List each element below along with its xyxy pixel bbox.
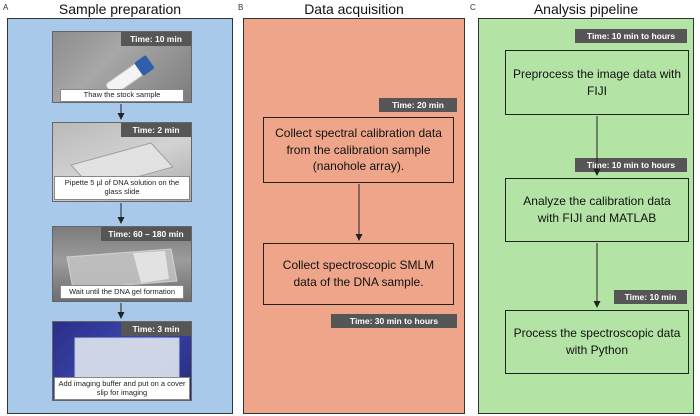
time-badge: Time: 3 min xyxy=(121,322,191,336)
slide-in-hand-illustration xyxy=(74,337,180,379)
time-badge: Time: 10 min to hours xyxy=(575,29,687,43)
gel-slide-illustration xyxy=(66,248,178,290)
analyze-step-box: Analyze the calibration data with FIJI a… xyxy=(505,178,689,242)
step-caption: Wait until the DNA gel formation xyxy=(60,285,184,299)
step-caption: Pipette 5 µl of DNA solution on the glas… xyxy=(54,176,190,200)
panel-b-letter: B xyxy=(238,3,244,12)
time-badge: Time: 30 min to hours xyxy=(331,314,457,328)
time-badge: Time: 10 min xyxy=(614,290,687,304)
panel-a-letter: A xyxy=(3,3,9,12)
panel-c-letter: C xyxy=(470,3,476,12)
step-caption: Add imaging buffer and put on a cover sl… xyxy=(54,377,190,400)
smlm-step-box: Collect spectroscopic SMLM data of the D… xyxy=(263,243,454,305)
time-badge: Time: 10 min xyxy=(121,32,191,46)
calibration-step-box: Collect spectral calibration data from t… xyxy=(263,117,454,183)
panel-b-data-acquisition xyxy=(243,18,465,414)
time-badge: Time: 20 min xyxy=(379,98,457,112)
step-caption: Thaw the stock sample xyxy=(60,89,184,102)
time-badge: Time: 10 min to hours xyxy=(575,158,687,172)
process-step-box: Process the spectroscopic data with Pyth… xyxy=(505,310,689,374)
time-badge: Time: 60 – 180 min xyxy=(101,227,191,241)
panel-b-title: Data acquisition xyxy=(304,1,404,17)
time-badge: Time: 2 min xyxy=(121,123,191,137)
preprocess-step-box: Preprocess the image data with FIJI xyxy=(505,50,689,115)
panel-a-title: Sample preparation xyxy=(58,1,182,17)
panel-c-title: Analysis pipeline xyxy=(533,1,639,17)
panel-c-analysis-pipeline xyxy=(478,18,694,414)
